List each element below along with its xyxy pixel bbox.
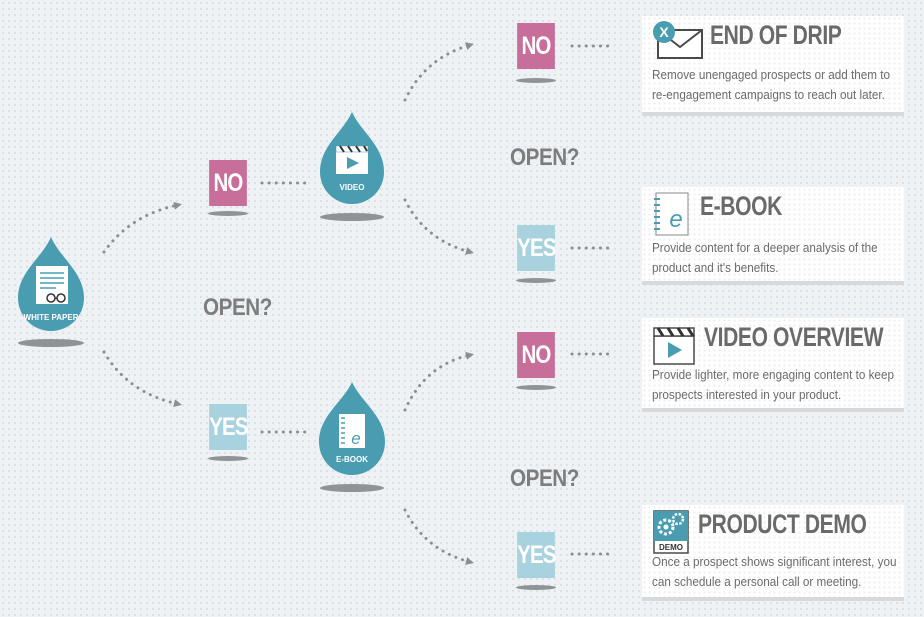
email-x-mark: X — [659, 24, 669, 40]
card-ebook-line2: product and it's benefits. — [652, 260, 779, 275]
card-end-of-drip: X END OF DRIP Remove unengaged prospects… — [642, 16, 904, 116]
no-box-ebook-shadow — [516, 385, 556, 390]
ebook-card-letter: e — [669, 206, 682, 233]
card-ebook-line1: Provide content for a deeper analysis of… — [652, 240, 878, 255]
white-paper-drop: WHITE PAPER — [18, 237, 84, 347]
video-label: VIDEO — [340, 183, 365, 192]
card-video-overview-line2: prospects interested in your product. — [652, 387, 842, 402]
connector-whitepaper-to-no — [102, 201, 182, 254]
ebook-icon: e — [339, 414, 365, 448]
yes-box-level1-shadow — [208, 456, 248, 461]
open-question-video: OPEN? — [510, 144, 579, 171]
yes-box-ebook: YES — [517, 532, 557, 578]
demo-gears-icon: DEMO — [653, 510, 689, 554]
glasses-icon — [46, 293, 66, 303]
no-box-level1: NO — [209, 160, 247, 206]
yes-box-video: YES — [517, 225, 557, 271]
card-end-of-drip-line1: Remove unengaged prospects or add them t… — [652, 67, 891, 82]
ebook-label: E-BOOK — [336, 455, 368, 464]
clapperboard-card-icon — [653, 327, 695, 365]
card-product-demo-line2: can schedule a personal call or meeting. — [652, 574, 862, 589]
card-product-demo: DEMO PRODUCT DEMO Once a prospect shows … — [642, 505, 904, 601]
connector-whitepaper-to-yes — [102, 350, 182, 408]
email-x-icon: X — [653, 21, 703, 59]
white-paper-label: WHITE PAPER — [24, 313, 79, 322]
card-product-demo-title: PRODUCT DEMO — [698, 509, 867, 539]
connector-ebook-to-yes — [403, 508, 474, 565]
no-box-video-shadow — [516, 78, 556, 83]
yes-box-video-shadow — [516, 278, 556, 283]
card-video-overview-title: VIDEO OVERVIEW — [704, 322, 884, 352]
card-end-of-drip-line2: re-engagement campaigns to reach out lat… — [652, 87, 885, 102]
connector-video-to-no — [403, 42, 474, 102]
document-icon — [36, 266, 68, 304]
no-box-level1-shadow — [208, 211, 248, 216]
connector-ebook-to-no — [403, 351, 474, 412]
yes-box-ebook-shadow — [516, 585, 556, 590]
no-box-video: NO — [517, 23, 555, 69]
open-question-level1: OPEN? — [203, 294, 272, 321]
ebook-drop: e E-BOOK — [319, 382, 385, 492]
ebook-letter: e — [351, 429, 360, 448]
card-product-demo-line1: Once a prospect shows significant intere… — [652, 554, 897, 569]
clapperboard-icon — [335, 145, 369, 174]
card-end-of-drip-title: END OF DRIP — [710, 20, 842, 50]
no-box-ebook: NO — [517, 332, 555, 378]
ebook-card-icon: e — [654, 192, 689, 236]
connector-video-to-yes — [403, 198, 474, 255]
card-video-overview: VIDEO OVERVIEW Provide lighter, more eng… — [642, 318, 904, 412]
demo-icon-label: DEMO — [659, 543, 683, 552]
card-ebook: e E-BOOK Provide content for a deeper an… — [642, 187, 904, 285]
video-drop: VIDEO — [320, 112, 384, 221]
open-question-ebook: OPEN? — [510, 465, 579, 492]
card-ebook-title: E-BOOK — [700, 191, 782, 221]
yes-box-level1: YES — [209, 404, 249, 450]
card-video-overview-line1: Provide lighter, more engaging content t… — [652, 367, 894, 382]
